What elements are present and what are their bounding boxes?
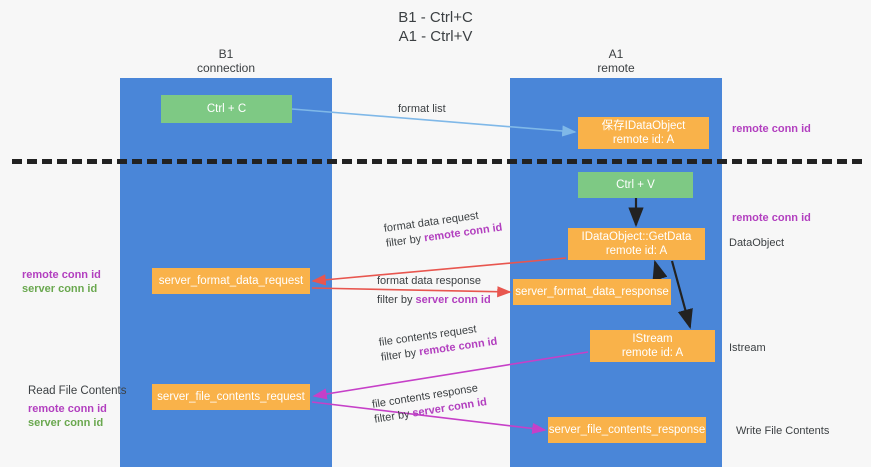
edge-label-format-list: format list [398,102,446,117]
node-server-file-contents-response[interactable]: server_file_contents_response [548,417,706,443]
edge-label-format-list-text: format list [398,103,446,115]
filter-prefix: filter by [377,294,416,306]
edge-label-format-data-request: format data request filter by remote con… [383,206,503,252]
node-server-file-contents-request-label: server_file_contents_request [157,391,305,403]
node-ctrl-v-label: Ctrl + V [616,179,655,191]
node-server-format-data-request[interactable]: server_format_data_request [152,268,310,294]
node-ctrl-c[interactable]: Ctrl + C [161,95,292,123]
annotation-left-conn-ids-bottom: remote conn id server conn id [28,402,107,430]
node-server-format-data-response-label: server_format_data_response [515,286,669,298]
annotation-istream: Istream [729,342,766,354]
node-store-idataobject-line2: remote id: A [612,134,675,146]
node-ctrl-c-label: Ctrl + C [206,103,247,115]
node-server-file-contents-response-label: server_file_contents_response [548,424,706,436]
edge-label-file-contents-request: file contents request filter by remote c… [378,320,498,366]
lane-header-a1-role: remote [597,61,635,75]
lane-header-a1-name: A1 [608,47,624,61]
annotation-dataobject: DataObject [729,237,785,249]
node-istream-line2: remote id: A [621,347,684,359]
annotation-left-conn-ids-mid: remote conn id server conn id [22,268,101,296]
annotation-left-server-conn-id: server conn id [22,283,98,295]
node-server-format-data-request-label: server_format_data_request [158,275,304,287]
phase-separator [12,159,862,164]
annotation-left-remote-conn-id-2: remote conn id [28,403,107,415]
node-server-file-contents-request[interactable]: server_file_contents_request [152,384,310,410]
filter-prefix: filter by [385,232,426,250]
edge-label-format-data-response-filter: filter by server conn id [377,293,491,308]
node-getdata-line2: remote id: A [605,245,668,257]
annotation-remote-conn-id-top: remote conn id [732,123,811,135]
annotation-read-file-contents: Read File Contents [28,385,127,397]
edge-label-format-data-response-text: format data response [377,275,481,287]
lane-header-b1-name: B1 [218,47,234,61]
edge-label-file-contents-response: file contents response filter by server … [371,380,488,427]
node-server-format-data-response[interactable]: server_format_data_response [513,279,671,305]
node-istream[interactable]: IStream remote id: A [590,330,715,362]
annotation-write-file-contents: Write File Contents [736,425,830,437]
title-line-2: A1 - Ctrl+V [398,28,473,45]
node-istream-line1: IStream [632,333,673,345]
node-ctrl-v[interactable]: Ctrl + V [578,172,693,198]
title-line-1: B1 - Ctrl+C [398,9,473,26]
filter-key-server-conn-id: server conn id [415,294,491,306]
annotation-remote-conn-id-mid: remote conn id [732,212,811,224]
lane-header-b1-role: connection [196,61,256,75]
annotation-left-remote-conn-id: remote conn id [22,269,101,281]
edge-label-format-data-response: format data response filter by server co… [377,274,491,308]
annotation-left-server-conn-id-2: server conn id [28,417,104,429]
filter-prefix: filter by [380,346,421,364]
node-store-idataobject-line1: 保存IDataObject [601,120,686,132]
node-getdata-line1: IDataObject::GetData [581,231,692,243]
node-store-idataobject[interactable]: 保存IDataObject remote id: A [578,117,709,149]
diagram-title: B1 - Ctrl+C A1 - Ctrl+V [0,8,871,46]
